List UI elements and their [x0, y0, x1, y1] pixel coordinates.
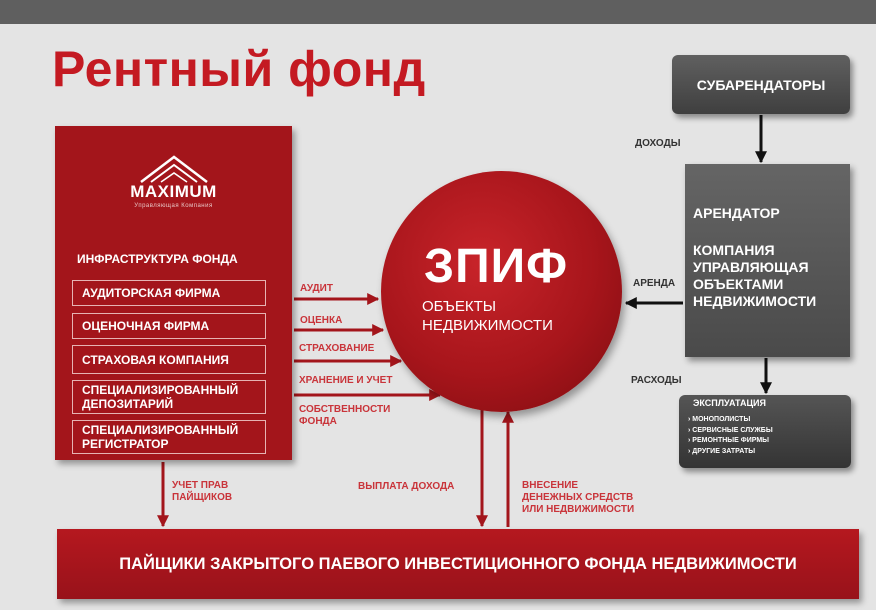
page-title: Рентный фонд — [52, 41, 426, 97]
label-payout: ВЫПЛАТА ДОХОДА — [358, 481, 455, 492]
label-fund-property: СОБСТВЕННОСТИ ФОНДА — [299, 404, 391, 427]
subtenants-box: СУБАРЕНДАТОРЫ — [672, 55, 850, 114]
label-audit: АУДИТ — [300, 283, 333, 294]
tenant-title: АРЕНДАТОР — [693, 205, 780, 221]
subtenants-label: СУБАРЕНДАТОРЫ — [696, 76, 826, 93]
maximum-logo: MAXIMUM Управляющая Компания — [55, 154, 292, 209]
infrastructure-title: ИНФРАСТРУКТУРА ФОНДА — [77, 252, 238, 266]
label-insurance: СТРАХОВАНИЕ — [299, 343, 375, 354]
label-expenses: РАСХОДЫ — [631, 375, 682, 386]
label-income: ДОХОДЫ — [635, 138, 681, 149]
zpif-circle: ЗПИФ ОБЪЕКТЫ НЕДВИЖИМОСТИ — [381, 171, 622, 412]
operations-title: ЭКСПЛУАТАЦИЯ — [693, 398, 766, 408]
label-rights-accounting: УЧЕТ ПРАВ ПАЙЩИКОВ — [172, 480, 233, 503]
tenant-body: КОМПАНИЯ УПРАВЛЯЮЩАЯ ОБЪЕКТАМИ НЕДВИЖИМО… — [693, 242, 817, 309]
logo-name: MAXIMUM — [130, 182, 217, 201]
logo-roof-icon — [139, 155, 208, 183]
operations-item: МОНОПОЛИСТЫ — [688, 415, 773, 426]
operations-box: ЭКСПЛУАТАЦИЯ МОНОПОЛИСТЫ СЕРВИСНЫЕ СЛУЖБ… — [679, 395, 851, 468]
operations-item: ДРУГИЕ ЗАТРАТЫ — [688, 447, 773, 458]
operations-item: СЕРВИСНЫЕ СЛУЖБЫ — [688, 426, 772, 437]
label-rent: АРЕНДА — [633, 278, 676, 289]
infra-item-registrar: СПЕЦИАЛИЗИРОВАННЫЙ РЕГИСТРАТОР — [72, 420, 266, 454]
infra-item-valuation-firm: ОЦЕНОЧНАЯ ФИРМА — [72, 313, 266, 339]
logo-tagline: Управляющая Компания — [134, 203, 213, 209]
operations-list: МОНОПОЛИСТЫ СЕРВИСНЫЕ СЛУЖБЫ РЕМОНТНЫЕ Ф… — [688, 415, 773, 458]
operations-item: РЕМОНТНЫЕ ФИРМЫ — [688, 436, 773, 447]
top-bar — [0, 0, 876, 24]
shareholders-label: ПАЙЩИКИ ЗАКРЫТОГО ПАЕВОГО ИНВЕСТИЦИОННОГ… — [119, 554, 797, 573]
infrastructure-panel: MAXIMUM Управляющая Компания ИНФРАСТРУКТ… — [55, 126, 292, 460]
label-contribution: ВНЕСЕНИЕ ДЕНЕЖНЫХ СРЕДСТВ ИЛИ НЕДВИЖИМОС… — [522, 480, 635, 515]
infra-item-audit-firm: АУДИТОРСКАЯ ФИРМА — [72, 280, 266, 306]
label-valuation: ОЦЕНКА — [300, 315, 343, 326]
zpif-subtitle: ОБЪЕКТЫ НЕДВИЖИМОСТИ — [422, 298, 553, 334]
zpif-title: ЗПИФ — [424, 240, 569, 293]
shareholders-bar: ПАЙЩИКИ ЗАКРЫТОГО ПАЕВОГО ИНВЕСТИЦИОННОГ… — [57, 529, 859, 599]
infra-item-depository: СПЕЦИАЛИЗИРОВАННЫЙ ДЕПОЗИТАРИЙ — [72, 380, 266, 414]
infra-item-insurance: СТРАХОВАЯ КОМПАНИЯ — [72, 345, 266, 374]
tenant-box: АРЕНДАТОР КОМПАНИЯ УПРАВЛЯЮЩАЯ ОБЪЕКТАМИ… — [685, 164, 850, 357]
label-custody: ХРАНЕНИЕ И УЧЕТ — [299, 375, 393, 386]
